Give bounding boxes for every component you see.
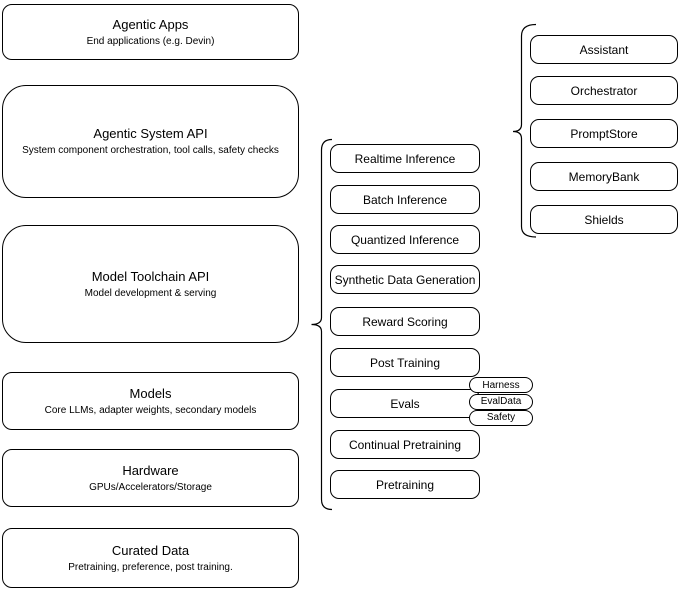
box-subtitle: Pretraining, preference, post training. [68,561,233,573]
pill-safety: Safety [469,409,533,426]
pill-evaldata: EvalData [469,393,533,410]
node-quantized-inference: Quantized Inference [330,225,480,254]
box-agentic-apps: Agentic Apps End applications (e.g. Devi… [2,4,299,60]
node-memorybank: MemoryBank [530,162,678,191]
toolchain-bracket [311,138,333,511]
node-batch-inference: Batch Inference [330,185,480,214]
node-continual-pretraining: Continual Pretraining [330,430,480,459]
box-title: Models [129,385,172,401]
box-subtitle: System component orchestration, tool cal… [22,145,279,156]
box-models: Models Core LLMs, adapter weights, secon… [2,372,299,430]
box-agentic-system-api: Agentic System API System component orch… [2,85,299,198]
node-realtime-inference: Realtime Inference [330,144,480,173]
box-title: Hardware [122,462,179,478]
node-promptstore: PromptStore [530,119,678,148]
node-synthetic-data-generation: Synthetic Data Generation [330,265,480,294]
node-assistant: Assistant [530,35,678,64]
box-subtitle: Model development & serving [84,287,217,299]
node-orchestrator: Orchestrator [530,76,678,105]
box-subtitle: End applications (e.g. Devin) [86,35,215,47]
box-curated-data: Curated Data Pretraining, preference, po… [2,528,299,588]
node-evals: Evals [330,389,480,418]
node-post-training: Post Training [330,348,480,377]
pill-harness: Harness [469,377,533,393]
box-title: Agentic System API [93,126,208,141]
box-title: Model Toolchain API [91,268,210,284]
node-reward-scoring: Reward Scoring [330,307,480,336]
box-model-toolchain-api: Model Toolchain API Model development & … [2,225,299,343]
node-pretraining: Pretraining [330,470,480,499]
box-subtitle: Core LLMs, adapter weights, secondary mo… [44,404,257,416]
box-hardware: Hardware GPUs/Accelerators/Storage [2,449,299,507]
box-title: Curated Data [111,542,190,558]
box-title: Agentic Apps [112,16,189,32]
node-shields: Shields [530,205,678,234]
box-subtitle: GPUs/Accelerators/Storage [89,481,212,493]
